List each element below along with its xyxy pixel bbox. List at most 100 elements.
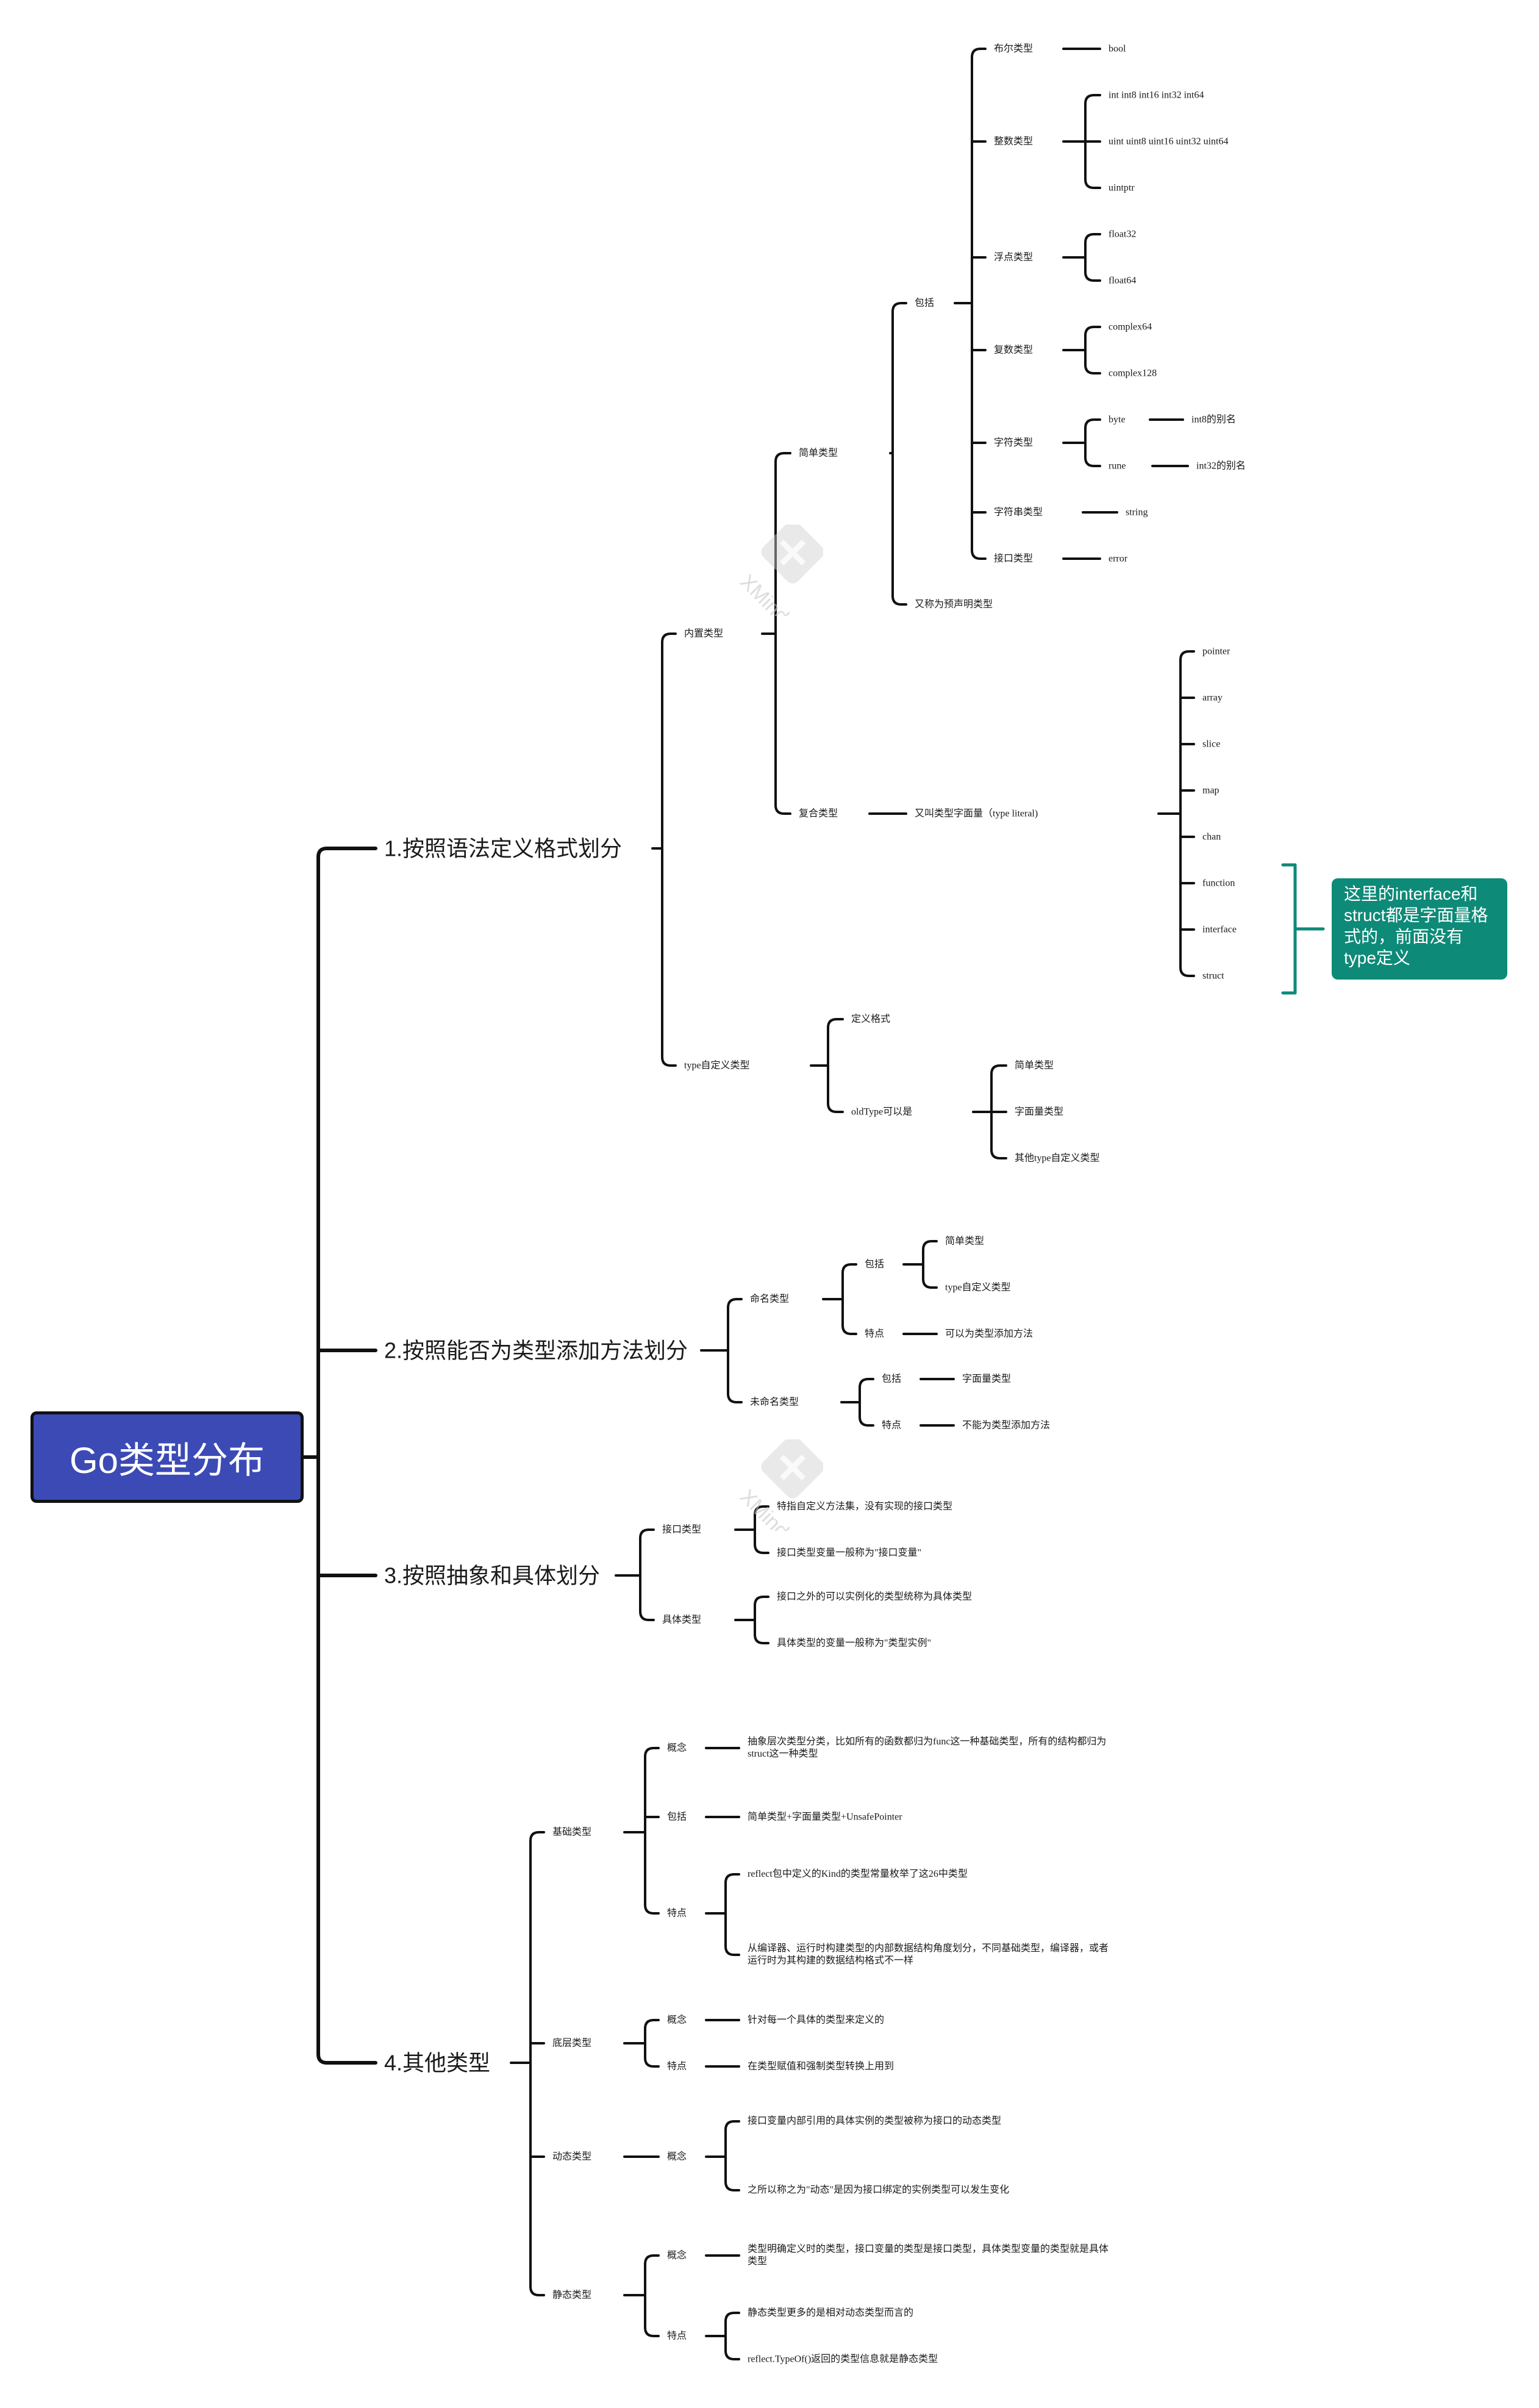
dynamic-types[interactable]: 动态类型 xyxy=(552,2151,592,2162)
literal-chan[interactable]: chan xyxy=(1202,831,1221,842)
dynamic-concept[interactable]: 概念 xyxy=(667,2151,687,2162)
simple-includes[interactable]: 包括 xyxy=(915,298,935,309)
underlying-feature[interactable]: 特点 xyxy=(667,2061,687,2072)
dynamic-concept-ref[interactable]: 接口变量内部引用的具体实例的类型被称为接口的动态类型 xyxy=(748,2116,1002,2126)
connector-line xyxy=(529,2285,545,2296)
named-include-simple[interactable]: 简单类型 xyxy=(945,1236,985,1247)
interface-desc[interactable]: 特指自定义方法集，没有实现的接口类型 xyxy=(777,1501,953,1512)
basic-includes[interactable]: 包括 xyxy=(667,1811,687,1822)
rune-alias-note[interactable]: int32的别名 xyxy=(1196,460,1246,471)
byte-alias-note[interactable]: int8的别名 xyxy=(1191,414,1236,425)
static-feature-relative[interactable]: 静态类型更多的是相对动态类型而言的 xyxy=(748,2307,914,2318)
literal-array[interactable]: array xyxy=(1202,692,1223,703)
connector-line xyxy=(971,549,987,560)
literal-pointer[interactable]: pointer xyxy=(1202,646,1230,657)
dynamic-concept-why[interactable]: 之所以称之为"动态"是因为接口绑定的实例类型可以发生变化 xyxy=(748,2185,1010,2195)
basic-includes-text[interactable]: 简单类型+字面量类型+UnsafePointer xyxy=(748,1811,902,1822)
oldtype-literal[interactable]: 字面量类型 xyxy=(1015,1106,1064,1117)
definition-format[interactable]: 定义格式 xyxy=(851,1014,891,1025)
underlying-types[interactable]: 底层类型 xyxy=(552,2038,592,2049)
concrete-kind[interactable]: 具体类型 xyxy=(662,1614,702,1625)
connector-line xyxy=(1179,650,1195,661)
xmind-watermark-text: XMind xyxy=(735,570,793,616)
basic-feature[interactable]: 特点 xyxy=(667,1908,687,1919)
branch-other-types[interactable]: 4.其他类型 xyxy=(384,2050,491,2076)
static-concept-text[interactable]: 类型明确定义时的类型，接口变量的类型是接口类型，具体类型变量的类型就是具体类型 xyxy=(748,2244,1109,2266)
unnamed-includes[interactable]: 包括 xyxy=(882,1374,902,1385)
string-type[interactable]: 字符串类型 xyxy=(994,507,1043,518)
static-feature[interactable]: 特点 xyxy=(667,2331,687,2342)
interface-var-desc[interactable]: 接口类型变量一般称为"接口变量" xyxy=(777,1547,922,1558)
literal-callout[interactable]: 这里的interface和struct都是字面量格式的，前面没有type定义 xyxy=(1332,878,1507,980)
basic-feature-runtime[interactable]: 从编译器、运行时构建类型的内部数据结构角度划分，不同基础类型，编译器，或者运行时… xyxy=(748,1943,1109,1966)
oldtype-can-be[interactable]: oldType可以是 xyxy=(851,1106,913,1117)
connector-line xyxy=(891,595,907,606)
connector-line xyxy=(754,1505,770,1516)
root-topic[interactable]: Go类型分布 xyxy=(30,1411,304,1503)
oldtype-simple[interactable]: 简单类型 xyxy=(1015,1060,1054,1071)
complex-type[interactable]: 复数类型 xyxy=(994,345,1034,356)
interface-type[interactable]: 接口类型 xyxy=(994,553,1034,564)
connector-line xyxy=(529,1831,545,1842)
complex64-value[interactable]: complex64 xyxy=(1109,321,1152,332)
unnamed-feature-text[interactable]: 不能为类型添加方法 xyxy=(962,1420,1051,1431)
named-feature[interactable]: 特点 xyxy=(865,1328,885,1339)
simple-types[interactable]: 简单类型 xyxy=(799,448,838,459)
static-concept[interactable]: 概念 xyxy=(667,2250,687,2261)
named-includes[interactable]: 包括 xyxy=(865,1259,885,1270)
concrete-desc[interactable]: 接口之外的可以实例化的类型统称为具体类型 xyxy=(777,1591,973,1602)
char-type[interactable]: 字符类型 xyxy=(994,437,1034,448)
underlying-concept[interactable]: 概念 xyxy=(667,2015,687,2026)
connector-line xyxy=(1084,178,1101,189)
interface-kind[interactable]: 接口类型 xyxy=(662,1524,702,1535)
underlying-concept-text[interactable]: 针对每一个具体的类型来定义的 xyxy=(748,2015,885,2026)
composite-types[interactable]: 复合类型 xyxy=(799,808,838,819)
concrete-var-desc[interactable]: 具体类型的变量一般称为"类型实例" xyxy=(777,1638,932,1649)
float32-value[interactable]: float32 xyxy=(1109,229,1137,240)
basic-concept-text[interactable]: 抽象层次类型分类，比如所有的函数都归为func这一种基础类型，所有的结构都归为s… xyxy=(748,1736,1107,1759)
oldtype-custom[interactable]: 其他type自定义类型 xyxy=(1015,1153,1100,1164)
float64-value[interactable]: float64 xyxy=(1109,275,1137,286)
basic-feature-kind[interactable]: reflect包中定义的Kind的类型常量枚举了这26中类型 xyxy=(748,1869,968,1879)
predeclared-note[interactable]: 又称为预声明类型 xyxy=(915,599,993,610)
underlying-feature-text[interactable]: 在类型赋值和强制类型转换上用到 xyxy=(748,2061,894,2072)
bool-type[interactable]: 布尔类型 xyxy=(994,43,1034,54)
custom-types[interactable]: type自定义类型 xyxy=(684,1060,750,1071)
builtin-types[interactable]: 内置类型 xyxy=(684,628,724,639)
literal-slice[interactable]: slice xyxy=(1202,739,1221,750)
type-literal-note[interactable]: 又叫类型字面量（type literal) xyxy=(915,808,1038,819)
literal-function[interactable]: function xyxy=(1202,878,1235,889)
complex128-value[interactable]: complex128 xyxy=(1109,368,1157,379)
static-feature-reflect[interactable]: reflect.TypeOf()返回的类型信息就是静态类型 xyxy=(748,2354,938,2365)
connector-line xyxy=(724,2180,740,2191)
named-include-custom[interactable]: type自定义类型 xyxy=(945,1282,1011,1293)
branch-syntax-format[interactable]: 1.按照语法定义格式划分 xyxy=(384,836,623,861)
byte-value[interactable]: byte xyxy=(1109,414,1126,425)
connector-line xyxy=(774,804,791,815)
named-feature-text[interactable]: 可以为类型添加方法 xyxy=(945,1328,1034,1339)
uint-values[interactable]: uint uint8 uint16 uint32 uint64 xyxy=(1109,136,1229,147)
static-types[interactable]: 静态类型 xyxy=(552,2290,592,2301)
uintptr-value[interactable]: uintptr xyxy=(1109,182,1135,193)
integer-type[interactable]: 整数类型 xyxy=(994,136,1034,147)
branch-abstract-concrete[interactable]: 3.按照抽象和具体划分 xyxy=(384,1563,601,1588)
unnamed-types[interactable]: 未命名类型 xyxy=(750,1397,799,1408)
unnamed-include-text[interactable]: 字面量类型 xyxy=(962,1374,1012,1385)
connector-line xyxy=(891,302,907,313)
error-value[interactable]: error xyxy=(1109,553,1128,564)
literal-struct[interactable]: struct xyxy=(1202,970,1224,981)
int-values[interactable]: int int8 int16 int32 int64 xyxy=(1109,90,1204,101)
connector-line xyxy=(827,1018,844,1029)
named-types[interactable]: 命名类型 xyxy=(750,1294,790,1305)
float-type[interactable]: 浮点类型 xyxy=(994,252,1034,263)
connector-line xyxy=(1084,364,1101,374)
rune-value[interactable]: rune xyxy=(1109,460,1126,471)
basic-concept[interactable]: 概念 xyxy=(667,1743,687,1754)
unnamed-feature[interactable]: 特点 xyxy=(882,1420,902,1431)
bool-value[interactable]: bool xyxy=(1109,43,1126,54)
basic-types[interactable]: 基础类型 xyxy=(552,1827,592,1838)
branch-method-ability[interactable]: 2.按照能否为类型添加方法划分 xyxy=(384,1338,688,1363)
string-value[interactable]: string xyxy=(1126,507,1148,518)
literal-map[interactable]: map xyxy=(1202,785,1219,796)
literal-interface[interactable]: interface xyxy=(1202,924,1237,935)
